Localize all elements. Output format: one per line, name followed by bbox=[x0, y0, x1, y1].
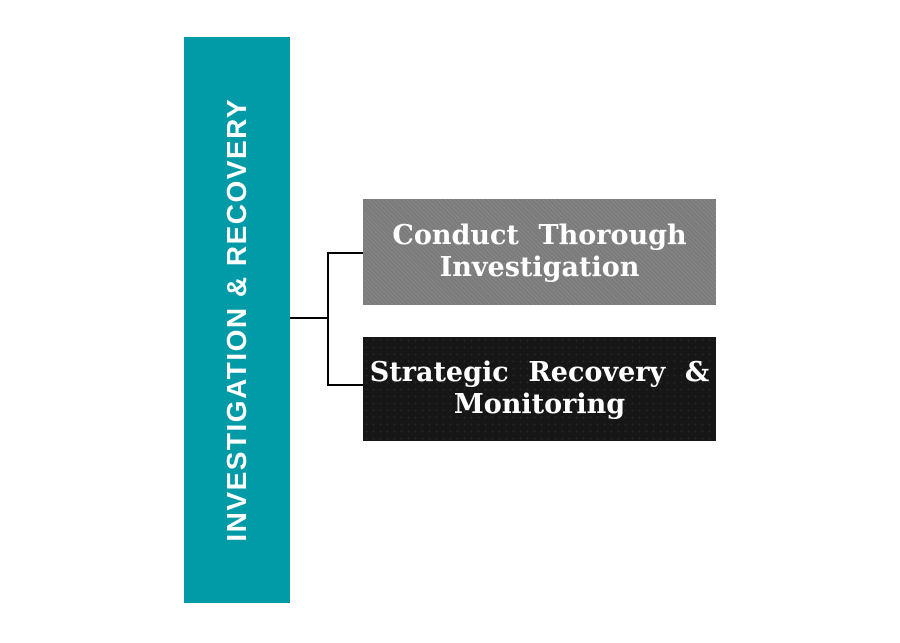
connector-stub bbox=[290, 317, 329, 319]
connector-branch-top bbox=[327, 252, 363, 254]
node-strategic-recovery: Strategic Recovery & Monitoring bbox=[363, 337, 716, 441]
category-label: INVESTIGATION & RECOVERY bbox=[221, 98, 252, 542]
node-conduct-investigation-label: Conduct Thorough Investigation bbox=[392, 220, 687, 283]
connector-trunk bbox=[327, 252, 329, 386]
category-bar: INVESTIGATION & RECOVERY bbox=[184, 37, 290, 603]
node-strategic-recovery-label: Strategic Recovery & Monitoring bbox=[369, 357, 710, 420]
node-conduct-investigation: Conduct Thorough Investigation bbox=[363, 199, 716, 305]
connector-branch-bottom bbox=[327, 384, 363, 386]
